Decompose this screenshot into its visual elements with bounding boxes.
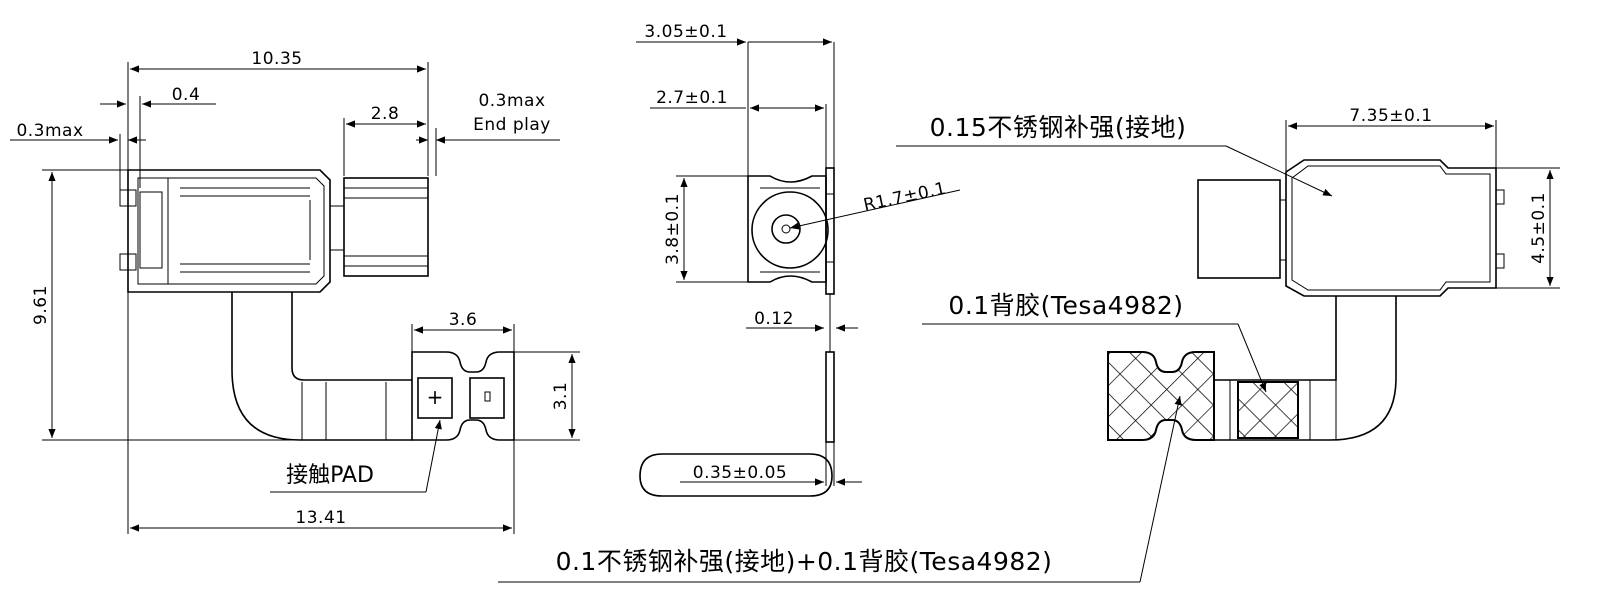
dim-height-9-61: 9.61 (31, 169, 300, 441)
right-view: 7.35±0.1 4.5±0.1 0.15不锈钢补强(接地) 0.1背胶(Tes… (498, 106, 1560, 583)
positive-pad (417, 377, 453, 419)
contact-pad-label: 接触PAD (286, 463, 374, 488)
dim-3-6: 3.6 (449, 310, 478, 330)
dim-0-12: 0.12 (746, 309, 858, 332)
dim-offset-0-3max: 0.3max (10, 121, 146, 190)
dim-shaft-2-8: 2.8 (343, 104, 426, 176)
thin-flex-strip (825, 167, 835, 443)
combined-label: 0.1不锈钢补强(接地)+0.1背胶(Tesa4982) (556, 547, 1053, 576)
contact-pad: + (411, 351, 515, 441)
dim-2-7-label: 2.7±0.1 (656, 88, 728, 108)
left-view: + 10.35 0.4 0.3max (10, 49, 580, 534)
callout-contact-pad: 接触PAD (270, 419, 442, 493)
dim-4-5: 4.5±0.1 (1496, 167, 1560, 289)
flex-cable (231, 292, 412, 441)
dim-0-12-label: 0.12 (754, 309, 794, 329)
dim-end-play: 0.3max End play (416, 91, 560, 176)
dim-3-05-label: 3.05±0.1 (644, 22, 727, 42)
dim-4-5-label: 4.5±0.1 (1529, 192, 1549, 264)
dim-9-61: 9.61 (31, 285, 51, 325)
stiffener-plate (1285, 159, 1497, 297)
dim-pad-3-6: 3.6 (411, 310, 515, 352)
dim-0-4: 0.4 (172, 85, 201, 105)
dim-radius: R1.7±0.1 (789, 179, 961, 230)
dim-10-35: 10.35 (251, 49, 302, 69)
adhesive-hatch-area (1237, 381, 1299, 439)
end-play-label: End play (473, 115, 551, 135)
negative-pad (469, 377, 505, 419)
negative-symbol (484, 391, 491, 402)
dim-13-41: 13.41 (295, 508, 346, 528)
dim-0-35: 0.35±0.05 (639, 442, 862, 497)
dim-3-1: 3.1 (551, 382, 571, 411)
dim-3-8: 3.8±0.1 (663, 175, 748, 283)
dim-radius-label: R1.7±0.1 (862, 179, 948, 216)
dim-7-35: 7.35±0.1 (1285, 106, 1497, 172)
dim-pad-3-1: 3.1 (514, 351, 580, 441)
middle-view: 3.05±0.1 2.7±0.1 3.8±0.1 R1.7±0.1 0.12 (636, 22, 961, 497)
dim-2-7: 2.7±0.1 (650, 88, 827, 168)
right-flex-cable (1214, 296, 1397, 441)
dim-0-3max: 0.3max (16, 121, 83, 141)
positive-symbol: + (427, 385, 444, 409)
callout-stiffener: 0.15不锈钢补强(接地) (896, 113, 1333, 197)
dim-7-35-label: 7.35±0.1 (1349, 106, 1432, 126)
dim-offset-0-4: 0.4 (100, 85, 216, 188)
dim-total-13-41: 13.41 (127, 292, 515, 534)
dim-0-35-label: 0.35±0.05 (693, 463, 787, 483)
motor-body (119, 169, 429, 293)
weight-block (1197, 179, 1281, 279)
stiffener-pad-hatch (1107, 351, 1215, 441)
dim-3-8-label: 3.8±0.1 (663, 193, 683, 265)
end-play-value: 0.3max (478, 91, 545, 111)
dim-2-8: 2.8 (371, 104, 400, 124)
motor-end-view (747, 175, 829, 283)
callout-backing-adhesive: 0.1背胶(Tesa4982) (922, 291, 1267, 393)
callout-combined: 0.1不锈钢补强(接地)+0.1背胶(Tesa4982) (498, 395, 1182, 583)
dim-overall-width: 10.35 (127, 49, 429, 176)
backing-adhesive-label: 0.1背胶(Tesa4982) (948, 291, 1183, 320)
stiffener-label: 0.15不锈钢补强(接地) (930, 113, 1187, 142)
dim-3-05: 3.05±0.1 (636, 22, 835, 176)
